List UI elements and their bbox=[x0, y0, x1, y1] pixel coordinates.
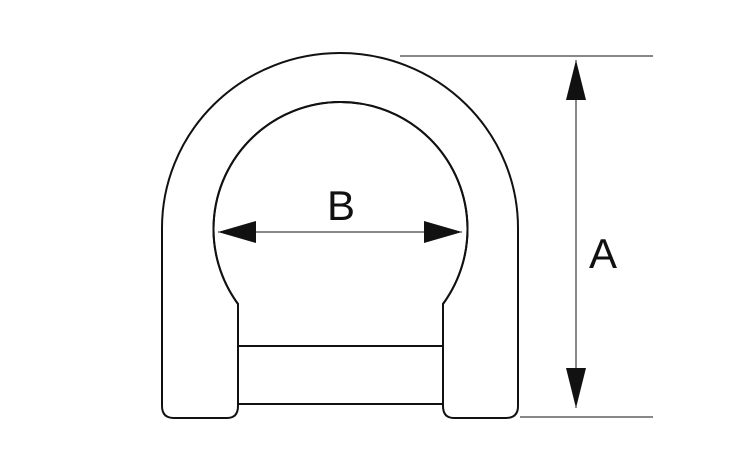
d-ring-inner-loop bbox=[212, 101, 469, 305]
dimension-b-label: B bbox=[327, 182, 355, 229]
dimension-b-left-arrow bbox=[218, 221, 256, 243]
dimension-a-bottom-arrow bbox=[566, 368, 586, 408]
dimension-a-top-arrow bbox=[566, 60, 586, 100]
dimension-b-right-arrow bbox=[424, 221, 462, 243]
d-ring-crossbar bbox=[237, 345, 444, 405]
d-ring-outer-outline bbox=[161, 52, 519, 419]
dimension-a-label: A bbox=[589, 230, 617, 277]
